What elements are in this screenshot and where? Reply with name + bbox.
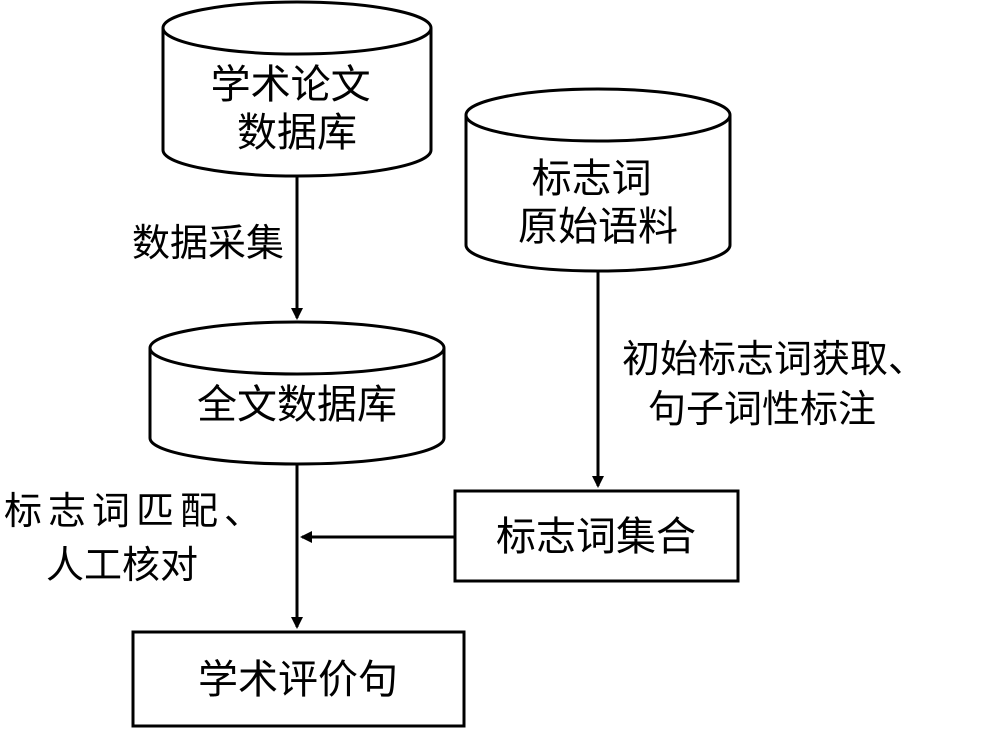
fulltext-database-label: 全文数据库 [197, 382, 397, 428]
academic-database-line1: 学术论文 [211, 62, 371, 108]
academic-database-line2: 数据库 [237, 110, 357, 156]
marker-corpus-cylinder: 标志词 原始语料 [464, 87, 732, 273]
marker-acquisition-label: 初始标志词获取、 句子词性标注 [622, 337, 938, 431]
fulltext-database-line1: 全文数据库 [197, 382, 397, 428]
data-collection-line1: 数据采集 [132, 221, 284, 265]
marker-corpus-line1: 标志词 [532, 156, 652, 202]
marker-corpus-label: 标志词 原始语料 [518, 156, 678, 250]
cylinder-top [148, 320, 446, 376]
evaluation-sentences-box: 学术评价句 [131, 630, 466, 728]
marker-set-box: 标志词集合 [453, 489, 740, 583]
marker-corpus-line2: 原始语料 [518, 204, 678, 250]
cylinder-top [161, 0, 433, 56]
marker-matching-line1: 标志词匹配、 [4, 489, 268, 533]
academic-database-cylinder: 学术论文 数据库 [161, 0, 433, 178]
evaluation-sentences-line1: 学术评价句 [198, 657, 398, 703]
cylinder-body [161, 28, 433, 178]
evaluation-sentences-rect [131, 630, 466, 728]
data-collection-label: 数据采集 [132, 221, 284, 265]
evaluation-sentences-label: 学术评价句 [198, 657, 398, 703]
academic-database-label: 学术论文 数据库 [211, 62, 384, 156]
marker-set-line1: 标志词集合 [496, 514, 696, 560]
marker-matching-label: 标志词匹配、 人工核对 [4, 489, 280, 587]
marker-acquisition-line2: 句子词性标注 [648, 387, 876, 431]
marker-acquisition-line1: 初始标志词获取、 [622, 337, 926, 381]
marker-matching-line2: 人工核对 [46, 543, 198, 587]
cylinder-body [464, 115, 732, 273]
marker-set-label: 标志词集合 [496, 514, 696, 560]
cylinder-top [464, 87, 732, 143]
fulltext-database-cylinder: 全文数据库 [148, 320, 446, 466]
